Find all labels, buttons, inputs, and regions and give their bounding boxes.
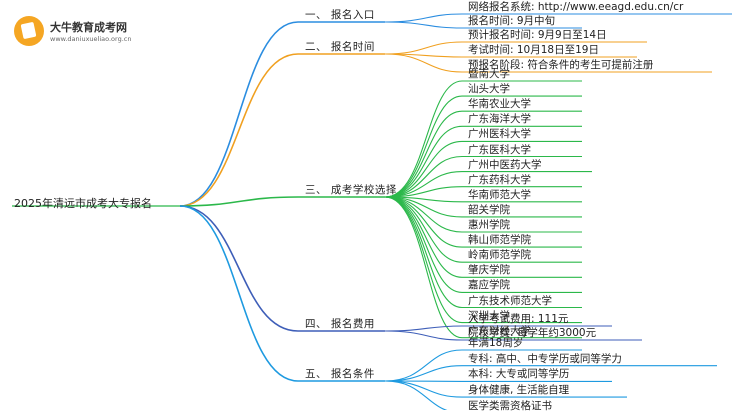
leaf-label: 广州中医药大学: [468, 159, 542, 171]
branch-connector: [180, 22, 298, 206]
leaf-connector: [385, 326, 462, 331]
leaf-label: 暨南大学: [468, 68, 510, 80]
leaf-label: 广东技术师范大学: [468, 295, 552, 307]
leaf-label: 身体健康, 生活能自理: [468, 384, 569, 396]
branch-label: 二、 报名时间: [305, 41, 375, 53]
branch-label: 三、 成考学校选择: [305, 184, 397, 196]
leaf-label: 嘉应学院: [468, 279, 510, 291]
leaf-label: 汕头大学: [468, 83, 510, 95]
leaf-label: 考试时间: 10月18日至19日: [468, 44, 599, 56]
leaf-label: 预计报名时间: 9月9日至14日: [468, 29, 607, 41]
leaf-connector: [385, 366, 462, 381]
branch-label: 四、 报名费用: [305, 318, 375, 330]
leaf-label: 广东药科大学: [468, 174, 531, 186]
leaf-label: 广东海洋大学: [468, 113, 531, 125]
leaf-connector: [385, 381, 462, 410]
leaf-label: 惠州学院: [468, 219, 510, 231]
branch-label: 一、 报名入口: [305, 9, 375, 21]
branch-connector: [180, 206, 298, 331]
leaf-connector: [385, 22, 462, 28]
root-topic: 2025年清远市成考大专报名: [14, 198, 152, 210]
leaf-label: 入学考试费用: 111元: [468, 313, 568, 325]
leaf-label: 华南师范大学: [468, 189, 531, 201]
leaf-label: 广州医科大学: [468, 128, 531, 140]
leaf-connector: [385, 197, 462, 277]
leaf-label: 岭南师范学院: [468, 249, 531, 261]
leaf-label: 专科: 高中、中专学历或同等学力: [468, 353, 622, 365]
leaf-label: 年满18周岁: [468, 337, 523, 349]
leaf-label: 广东医科大学: [468, 144, 531, 156]
leaf-connector: [385, 42, 462, 54]
leaf-label: 韩山师范学院: [468, 234, 531, 246]
leaf-label: 华南农业大学: [468, 98, 531, 110]
leaf-connector: [385, 14, 462, 22]
leaf-connector: [385, 350, 462, 381]
leaf-label: 网络报名系统: http://www.eeagd.edu.cn/cr: [468, 1, 683, 13]
branch-connector: [180, 206, 298, 381]
leaf-label: 韶关学院: [468, 204, 510, 216]
branch-connector: [180, 54, 298, 206]
leaf-label: 报名时间: 9月中旬: [468, 15, 555, 27]
leaf-label: 本科: 大专或同等学历: [468, 368, 569, 380]
branch-label: 五、 报名条件: [305, 368, 375, 380]
leaf-label: 肇庆学院: [468, 264, 510, 276]
